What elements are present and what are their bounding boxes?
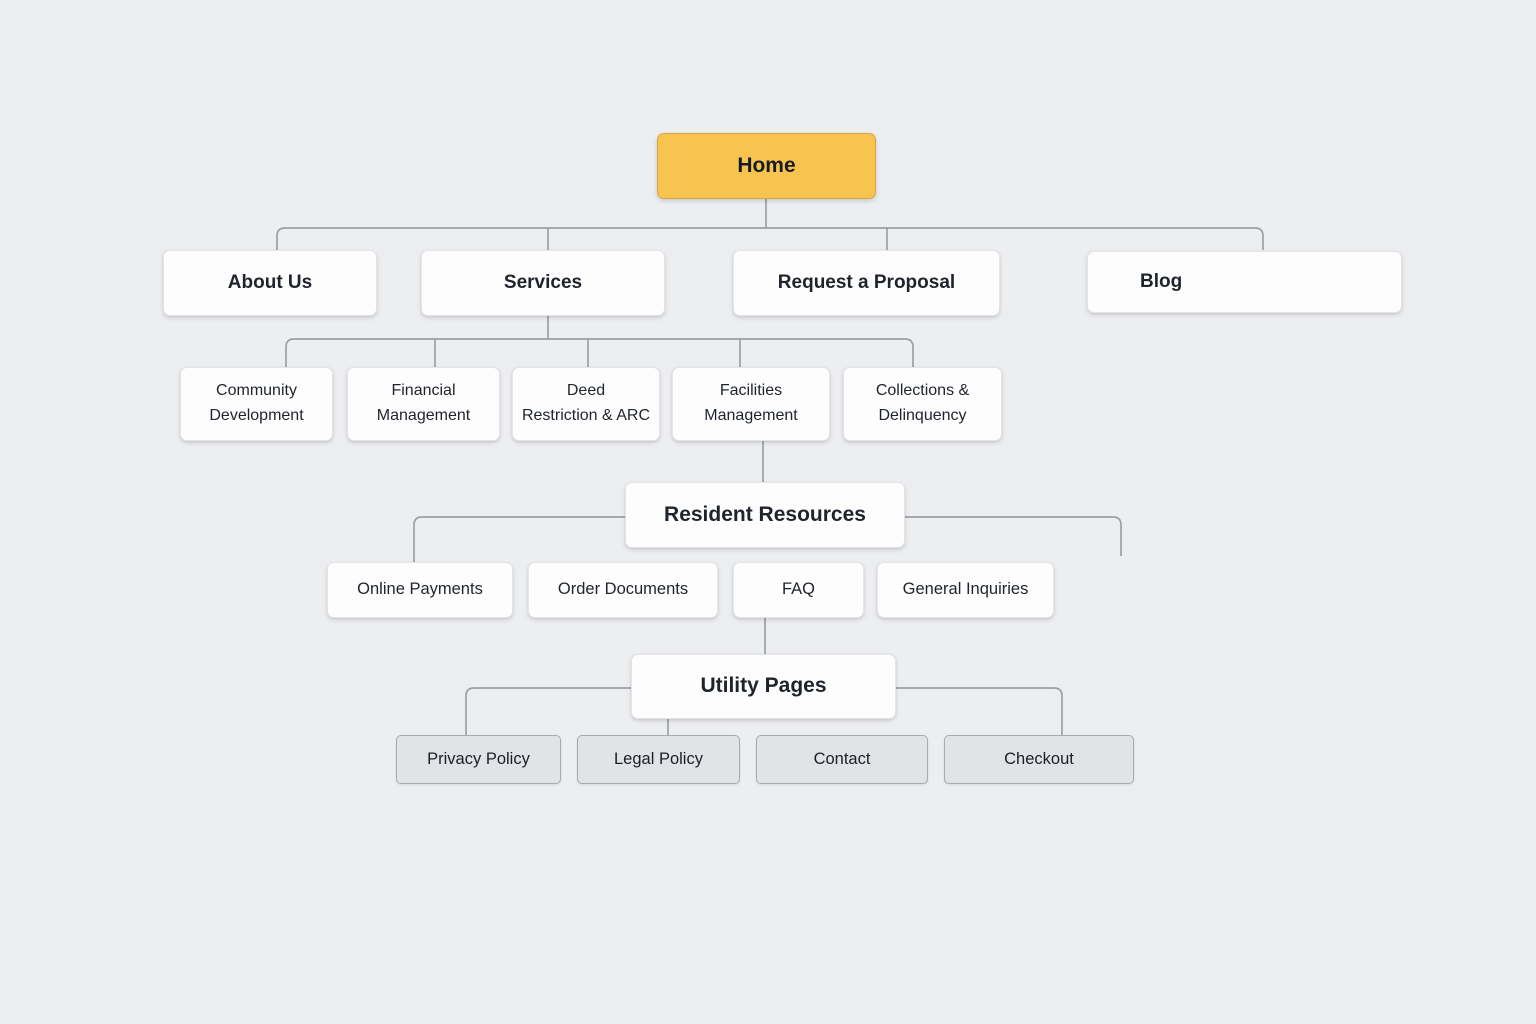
node-home[interactable]: Home xyxy=(657,133,876,199)
node-community-development[interactable]: Community Development xyxy=(180,367,333,441)
node-resident-resources[interactable]: Resident Resources xyxy=(625,482,905,548)
node-faq-label: FAQ xyxy=(781,580,815,599)
node-privacy-policy-label: Privacy Policy xyxy=(427,749,530,768)
node-legal-policy-label: Legal Policy xyxy=(614,749,703,768)
node-order-documents[interactable]: Order Documents xyxy=(528,562,718,618)
node-services[interactable]: Services xyxy=(421,250,665,316)
node-request-a-proposal[interactable]: Request a Proposal xyxy=(733,250,1000,316)
node-request-a-proposal-label: Request a Proposal xyxy=(777,272,956,294)
node-about-us[interactable]: About Us xyxy=(163,250,377,316)
node-facilities-management[interactable]: Facilities Management xyxy=(672,367,830,441)
node-services-label: Services xyxy=(503,272,583,294)
node-deed-restriction-arc-label: Deed Restriction & ARC xyxy=(521,382,651,424)
node-blog[interactable]: Blog xyxy=(1087,251,1402,313)
node-checkout[interactable]: Checkout xyxy=(944,735,1134,784)
node-privacy-policy[interactable]: Privacy Policy xyxy=(396,735,561,784)
node-deed-restriction-arc[interactable]: Deed Restriction & ARC xyxy=(512,367,660,441)
connector-rail-level2 xyxy=(276,227,1264,250)
node-about-us-label: About Us xyxy=(227,272,313,294)
node-legal-policy[interactable]: Legal Policy xyxy=(577,735,740,784)
connector-rail-level3 xyxy=(285,338,914,367)
connector-resident-left-elbow xyxy=(413,516,625,562)
node-utility-pages[interactable]: Utility Pages xyxy=(631,654,896,719)
connector-resident-right-elbow xyxy=(905,516,1122,556)
node-resident-resources-label: Resident Resources xyxy=(664,502,866,526)
node-online-payments-label: Online Payments xyxy=(357,580,483,599)
connector-utility-left-elbow xyxy=(465,687,631,735)
node-general-inquiries-label: General Inquiries xyxy=(902,580,1029,599)
node-utility-pages-label: Utility Pages xyxy=(700,674,827,698)
node-contact[interactable]: Contact xyxy=(756,735,928,784)
node-financial-management[interactable]: Financial Management xyxy=(347,367,500,441)
node-facilities-management-label: Facilities Management xyxy=(704,382,798,424)
node-blog-label: Blog xyxy=(1140,271,1183,293)
node-collections-delinquency[interactable]: Collections & Delinquency xyxy=(843,367,1002,441)
node-general-inquiries[interactable]: General Inquiries xyxy=(877,562,1054,618)
node-checkout-label: Checkout xyxy=(1004,749,1074,768)
connector-utility-right-elbow xyxy=(896,687,1063,735)
node-order-documents-label: Order Documents xyxy=(557,580,689,599)
node-faq[interactable]: FAQ xyxy=(733,562,864,618)
node-financial-management-label: Financial Management xyxy=(376,382,471,424)
node-online-payments[interactable]: Online Payments xyxy=(327,562,513,618)
node-contact-label: Contact xyxy=(813,749,871,768)
node-community-development-label: Community Development xyxy=(209,382,304,424)
node-collections-delinquency-label: Collections & Delinquency xyxy=(875,382,970,424)
node-home-label: Home xyxy=(737,153,796,177)
